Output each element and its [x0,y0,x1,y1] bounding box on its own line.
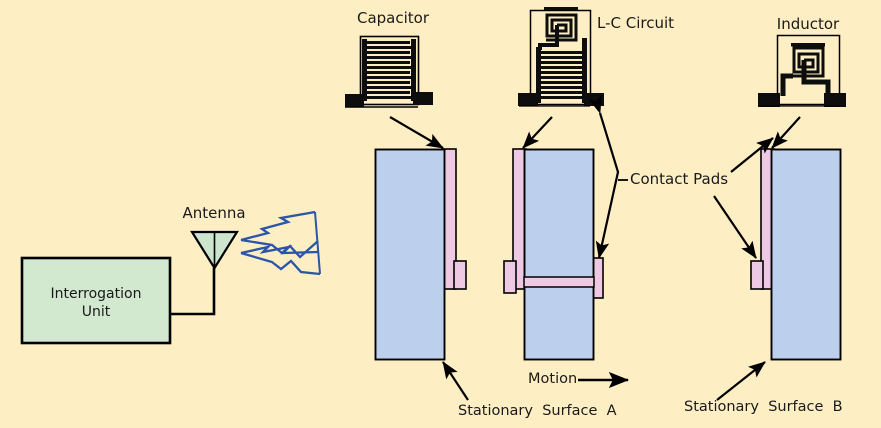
antenna-group [190,230,239,271]
rf-wave-lower-top [240,245,319,255]
lc-substrate-panel [503,148,604,361]
label-motion: Motion [528,371,578,387]
inductor-lead-right [801,60,831,96]
capacitor-right-bus [411,39,416,101]
rf-wave-upper-top [240,210,316,242]
antenna-feed-wire [170,268,216,316]
lc-panel-pink-band [523,276,595,288]
inductor-pad-left [758,93,780,107]
lc-left-bus [536,47,541,103]
lc-panel-blue [523,148,595,361]
rf-wave-right-edge [314,211,321,275]
interrogation-unit-label-line2: Unit [81,304,111,320]
arrow-inductor-to-panel [771,116,801,149]
capacitor-panel-pink-tab [453,260,467,290]
inductor-substrate-panel [750,148,842,361]
inductor-spiral-top-bar [791,43,825,47]
arrow-capacitor-to-panel [389,116,444,149]
capacitor-left-bus [362,39,367,101]
label-stationary-surface-a: Stationary Surface A [458,403,617,419]
label-capacitor: Capacitor [356,9,430,27]
inductor-chip-outline [776,34,841,106]
capacitor-fingers [362,41,415,99]
label-antenna: Antenna [182,204,246,222]
rf-wave-lower-bottom [240,251,321,276]
arrow-stationary-surface-b [716,361,766,401]
lc-spiral-inductor [545,13,578,42]
capacitor-component [345,35,433,108]
capacitor-chip-outline [359,35,420,106]
lc-pad-right [584,93,604,106]
capacitor-panel-blue [374,148,446,361]
label-contact-pads: Contact Pads [630,170,729,188]
arrow-lc-to-panel [522,116,553,149]
interrogation-unit-box [20,256,172,345]
arrow-contact-pads-lower-right [713,195,757,259]
inductor-spiral [792,46,825,78]
inductor-lead-left [780,73,793,96]
rf-wave-group [240,210,321,276]
lc-right-bus [582,38,587,103]
lc-circuit-component [518,7,604,107]
lc-pad-left [518,93,538,106]
label-stationary-surface-b: Stationary Surface B [684,399,843,415]
label-inductor: Inductor [776,15,840,33]
interrogation-unit-group [20,256,216,345]
arrow-contact-pads-upper-right [730,137,774,173]
lc-spiral-top-bar [544,7,578,11]
capacitor-pad-left [345,94,364,107]
inductor-panel-blue [770,148,842,361]
lc-capacitor-fingers [536,51,587,99]
inductor-pad-right [824,93,846,107]
interrogation-unit-label-line1: Interrogation [50,286,142,302]
arrow-group [389,95,801,401]
lc-panel-pink-tab [503,260,517,294]
capacitor-pad-right [413,92,433,105]
arrow-stationary-surface-a [442,361,469,401]
label-lc-circuit: L-C Circuit [597,14,675,32]
capacitor-substrate-panel [374,148,467,361]
inductor-panel-pink-tab [750,260,764,290]
arrow-contact-pads-left [588,95,620,259]
inductor-component [758,34,846,107]
